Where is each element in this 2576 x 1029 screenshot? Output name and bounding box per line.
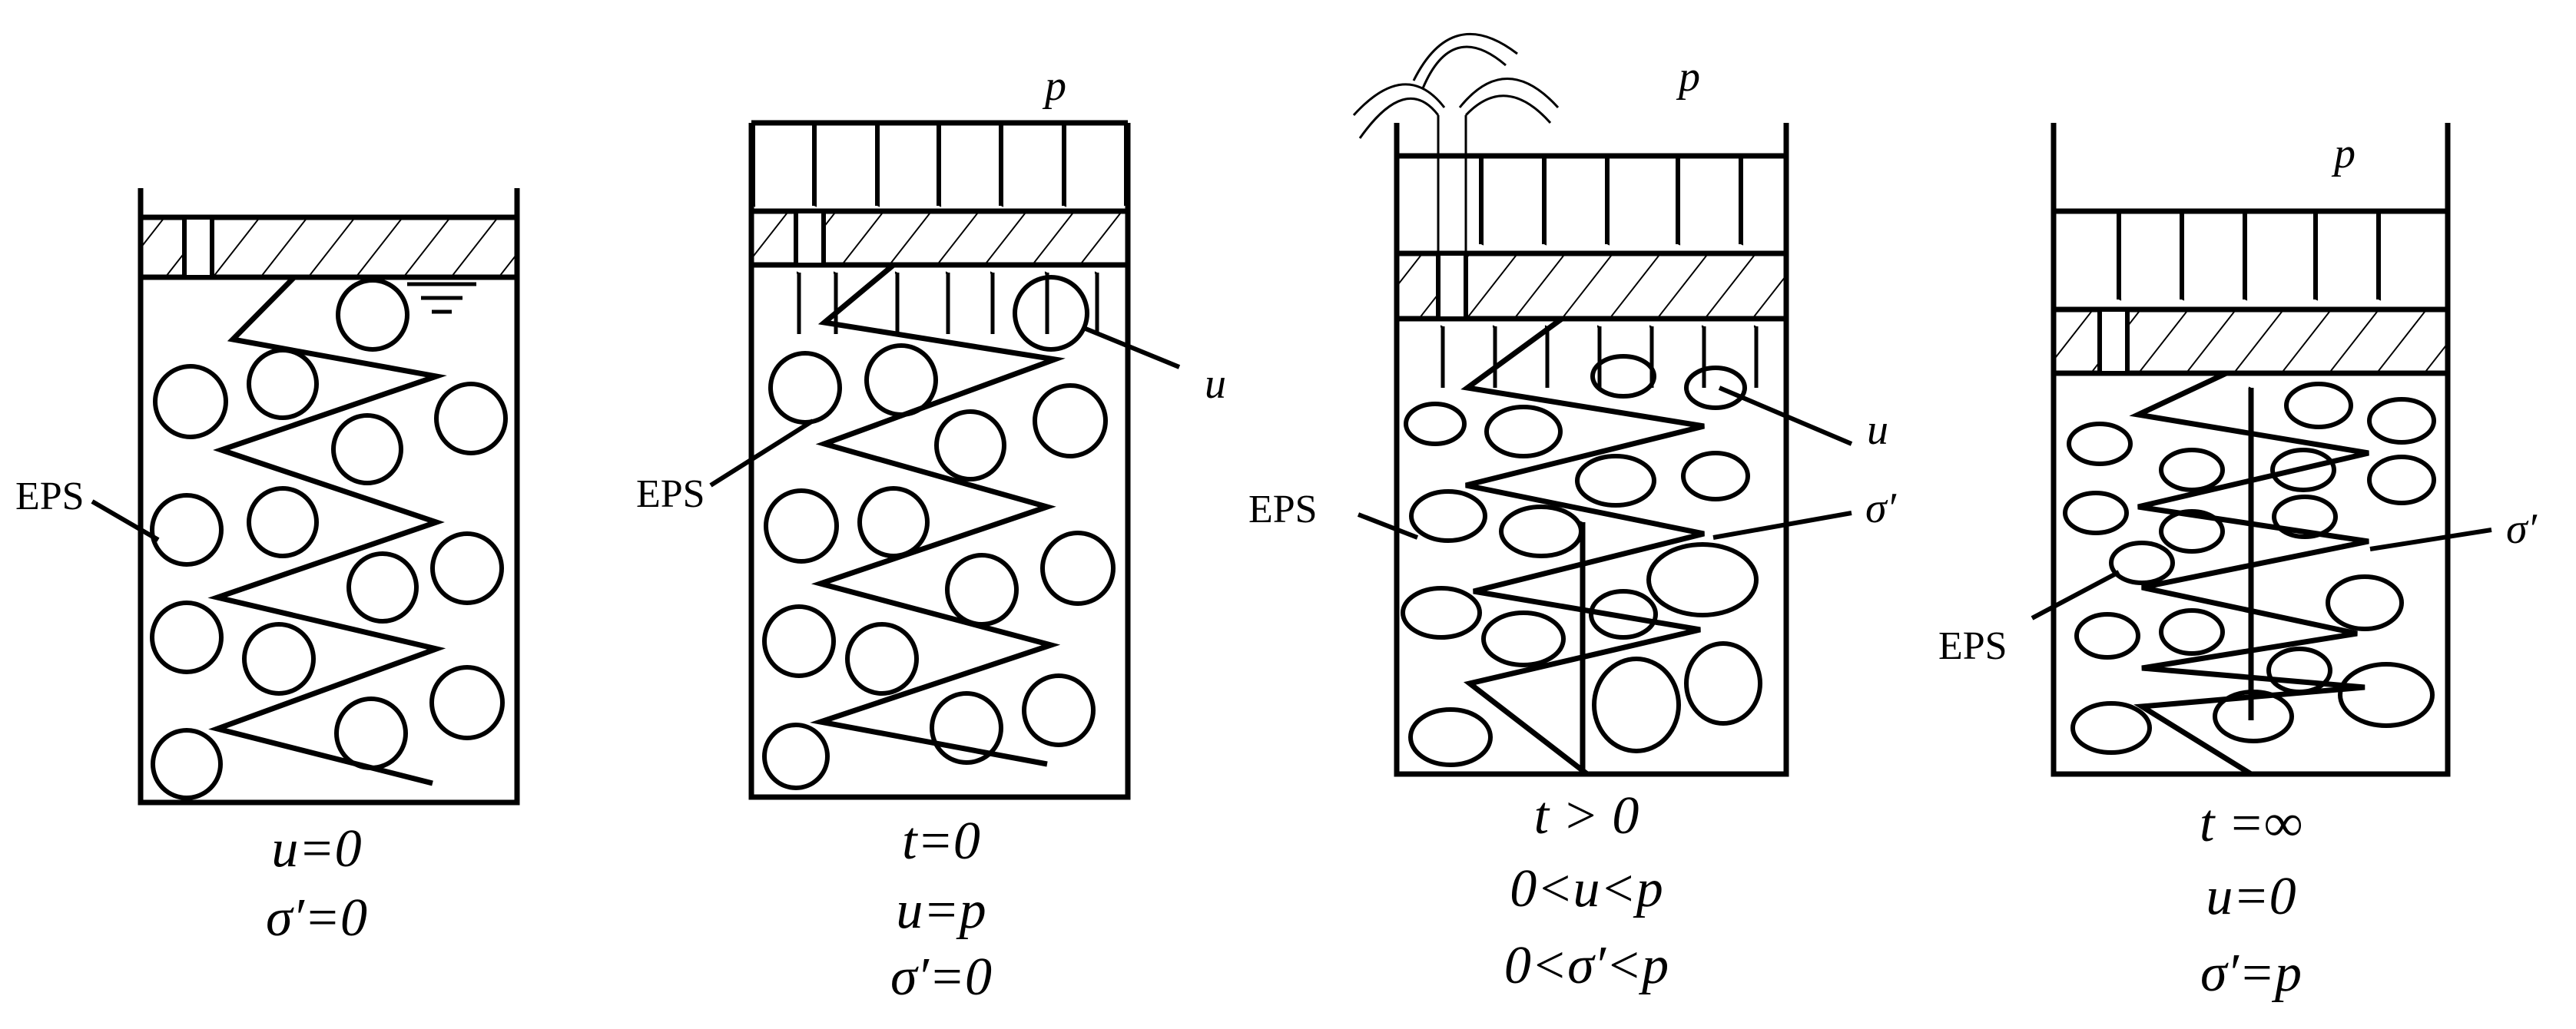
eps-beads xyxy=(150,278,508,800)
water-jet-icon xyxy=(1352,33,1560,253)
effective-stress-leader xyxy=(2369,528,2492,551)
state-eq-2: u=0 xyxy=(2206,867,2296,926)
panel-3-t-positive xyxy=(1352,33,1853,777)
eps-beads xyxy=(762,275,1116,790)
pore-pressure-label: u xyxy=(1205,360,1226,408)
state-eq-1: t =∞ xyxy=(2200,794,2302,853)
pore-leader xyxy=(1084,326,1181,369)
eps-beads xyxy=(1401,354,1762,767)
water-level-icon xyxy=(407,282,476,314)
eps-leader xyxy=(709,419,814,488)
state-eq-2: σ′=0 xyxy=(266,888,367,948)
pore-pressure-label: u xyxy=(1867,406,1888,454)
container-walls xyxy=(138,188,520,806)
effective-stress-label: σ′ xyxy=(2506,505,2538,553)
panel-1-initial xyxy=(91,188,520,806)
container-walls xyxy=(1394,123,1789,777)
eps-label: EPS xyxy=(15,475,85,518)
load-label: p xyxy=(1676,53,1700,101)
pore-pressure-arrows xyxy=(1440,325,1759,388)
eps-leader xyxy=(1357,512,1419,540)
eps-leader xyxy=(2031,570,2120,620)
state-eq-3: 0<σ′<p xyxy=(1504,936,1669,995)
spring xyxy=(207,275,447,786)
drain-hole xyxy=(2097,307,2130,376)
state-eq-3: σ′=p xyxy=(2200,944,2302,1003)
eps-label: EPS xyxy=(1938,624,2007,668)
drain-hole xyxy=(182,215,214,280)
state-eq-2: 0<u<p xyxy=(1510,859,1663,918)
drain-hole xyxy=(794,209,826,267)
state-eq-2: u=p xyxy=(896,881,986,940)
load-arrows xyxy=(1479,156,1744,246)
drain-hole xyxy=(1436,251,1468,321)
state-eq-1: u=0 xyxy=(271,819,361,878)
panel-4-t-infinity xyxy=(2031,123,2492,777)
pore-pressure-arrows xyxy=(796,271,1099,334)
effective-stress-leader xyxy=(1712,511,1852,540)
load-arrows xyxy=(2117,211,2382,301)
spring xyxy=(1460,316,1705,776)
load-label: p xyxy=(1042,62,1066,110)
eps-label: EPS xyxy=(1248,488,1318,531)
state-eq-1: t=0 xyxy=(902,812,980,871)
state-eq-3: σ′=0 xyxy=(890,948,992,1007)
effective-stress-label: σ′ xyxy=(1865,485,1897,532)
state-eq-1: t > 0 xyxy=(1534,786,1639,845)
eps-beads xyxy=(2063,382,2436,755)
load-label: p xyxy=(2331,130,2356,177)
eps-label: EPS xyxy=(636,472,705,516)
pore-leader xyxy=(1718,385,1853,446)
eps-leader xyxy=(91,499,160,542)
load-arrows xyxy=(751,123,1129,207)
labels: EPS u=0 σ′=0 p u EPS t=0 u=p σ′=0 p u σ′… xyxy=(15,53,2538,1007)
panel-2-t0 xyxy=(709,120,1181,800)
spring xyxy=(810,263,1066,767)
spring xyxy=(2129,370,2369,776)
